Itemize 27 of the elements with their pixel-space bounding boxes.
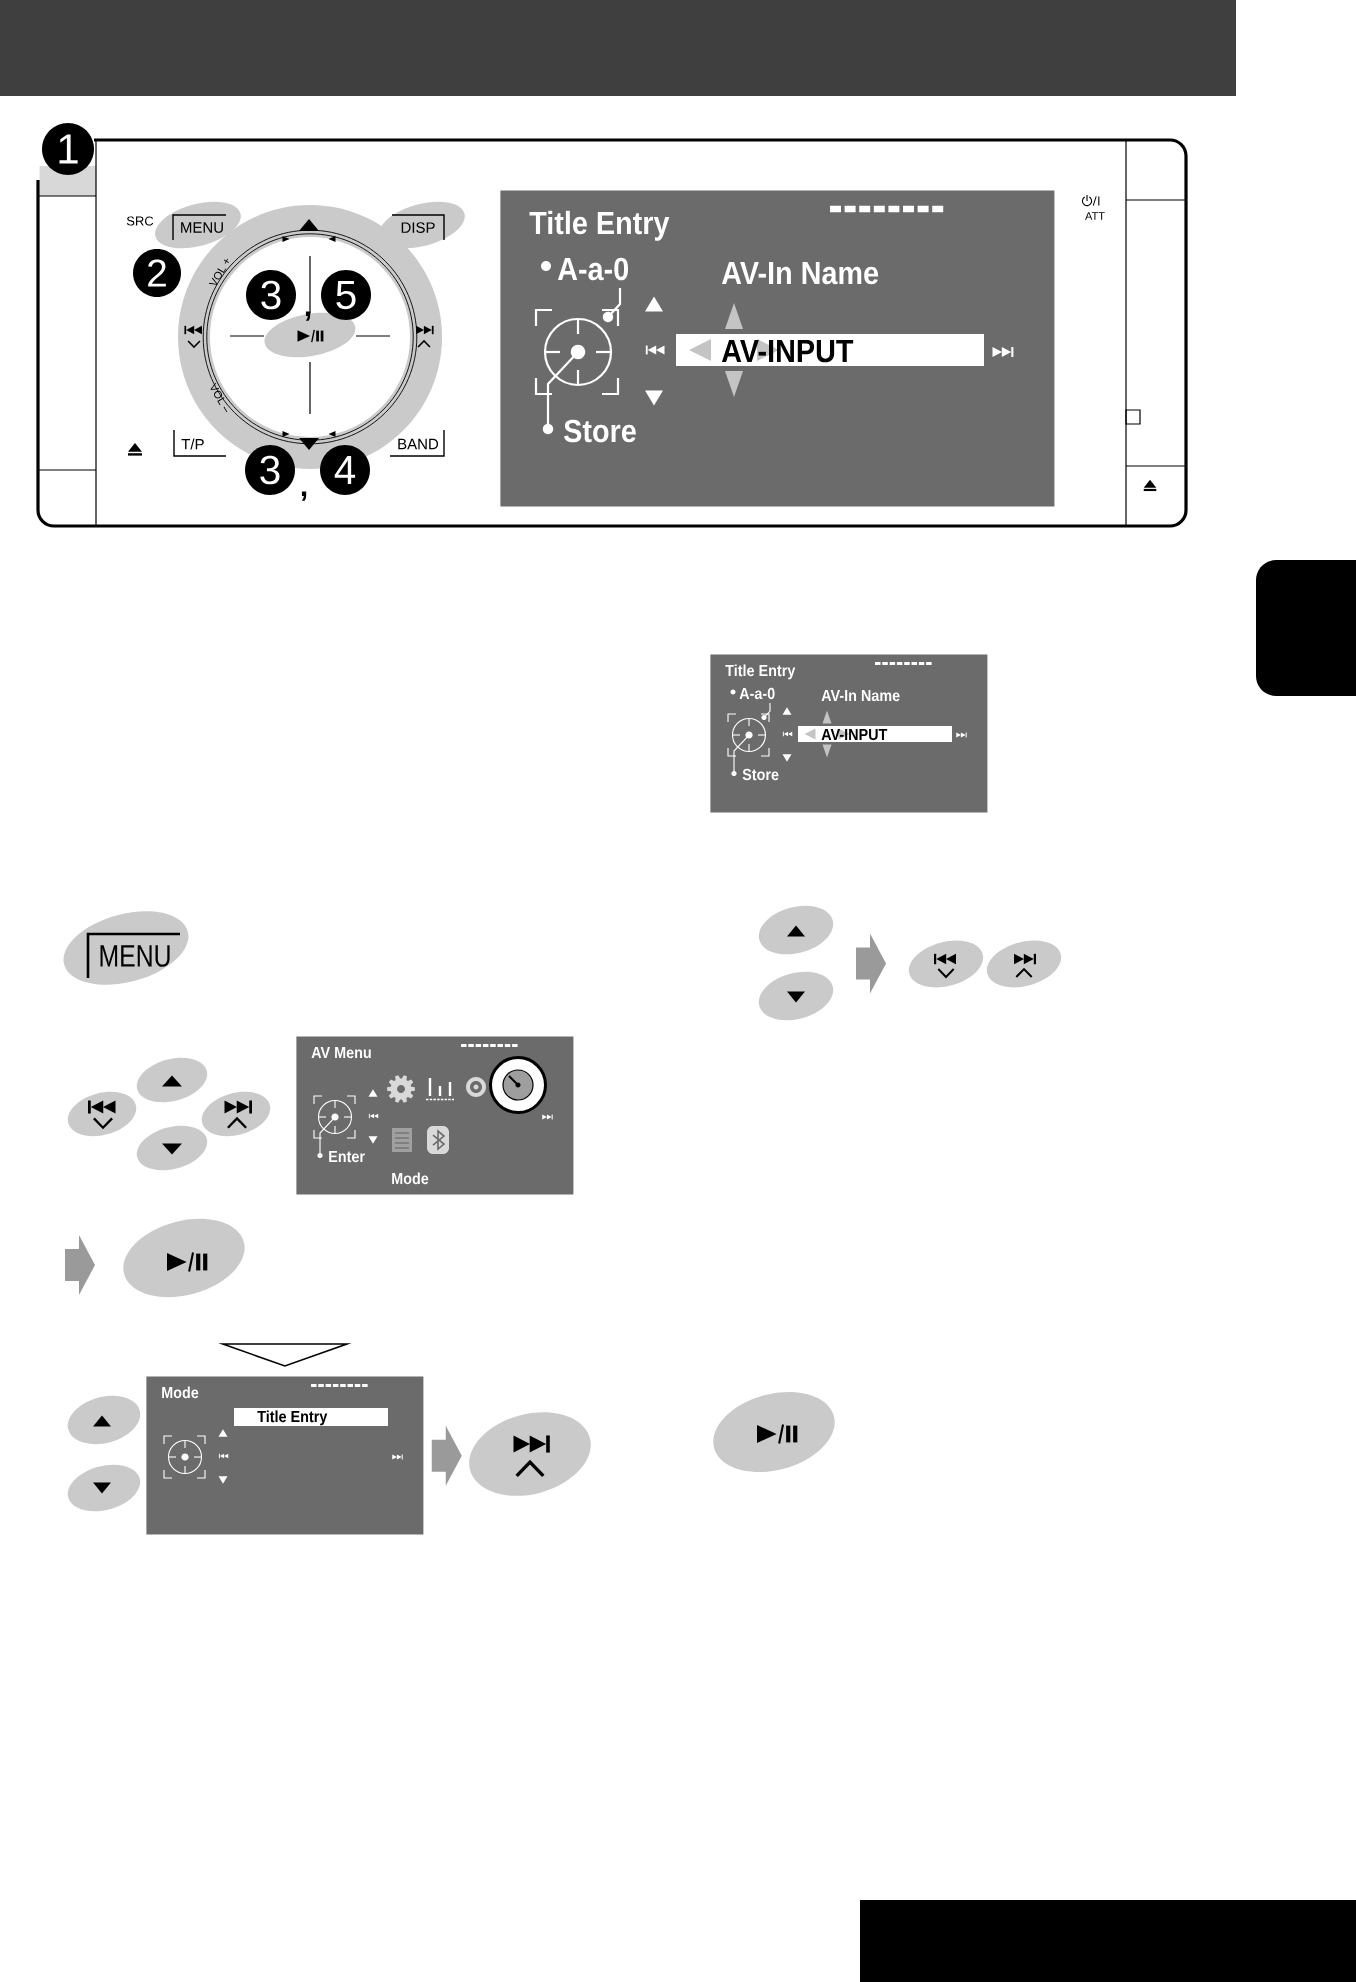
callout-number: 1: [42, 123, 94, 175]
entry-field: AV-INPUT: [676, 303, 984, 397]
option-label: Store: [564, 419, 636, 443]
option-label: A-a-0: [739, 687, 775, 700]
option-label: Enter: [329, 1151, 365, 1163]
callout-number: 5: [321, 270, 371, 320]
field-label: AV-In Name: [721, 262, 879, 285]
screen-title: AV Menu: [311, 1047, 371, 1059]
screen-title: Mode: [162, 1386, 199, 1399]
oval-button: MENU: [63, 911, 189, 985]
screen-title: Title Entry: [725, 664, 796, 680]
callout-number: 4: [320, 445, 370, 495]
callout-number: 2: [133, 249, 181, 297]
screen-title: Title Entry: [529, 210, 670, 241]
comma-separator: ,: [301, 491, 307, 501]
menu-label: Mode: [392, 1172, 429, 1185]
callout-number: 3: [246, 270, 296, 320]
comma-separator: ,: [305, 311, 311, 321]
callout-number: 3: [245, 445, 295, 495]
arrow: [431, 1425, 462, 1486]
field-label: AV-In Name: [821, 690, 900, 702]
entry-field: Title Entry: [234, 1408, 388, 1426]
entry-field: AV-INPUT: [798, 710, 952, 758]
option-label: A-a-0: [557, 257, 629, 281]
arrow: [65, 1235, 95, 1295]
option-label: Store: [742, 768, 779, 781]
arrow: [856, 933, 886, 994]
